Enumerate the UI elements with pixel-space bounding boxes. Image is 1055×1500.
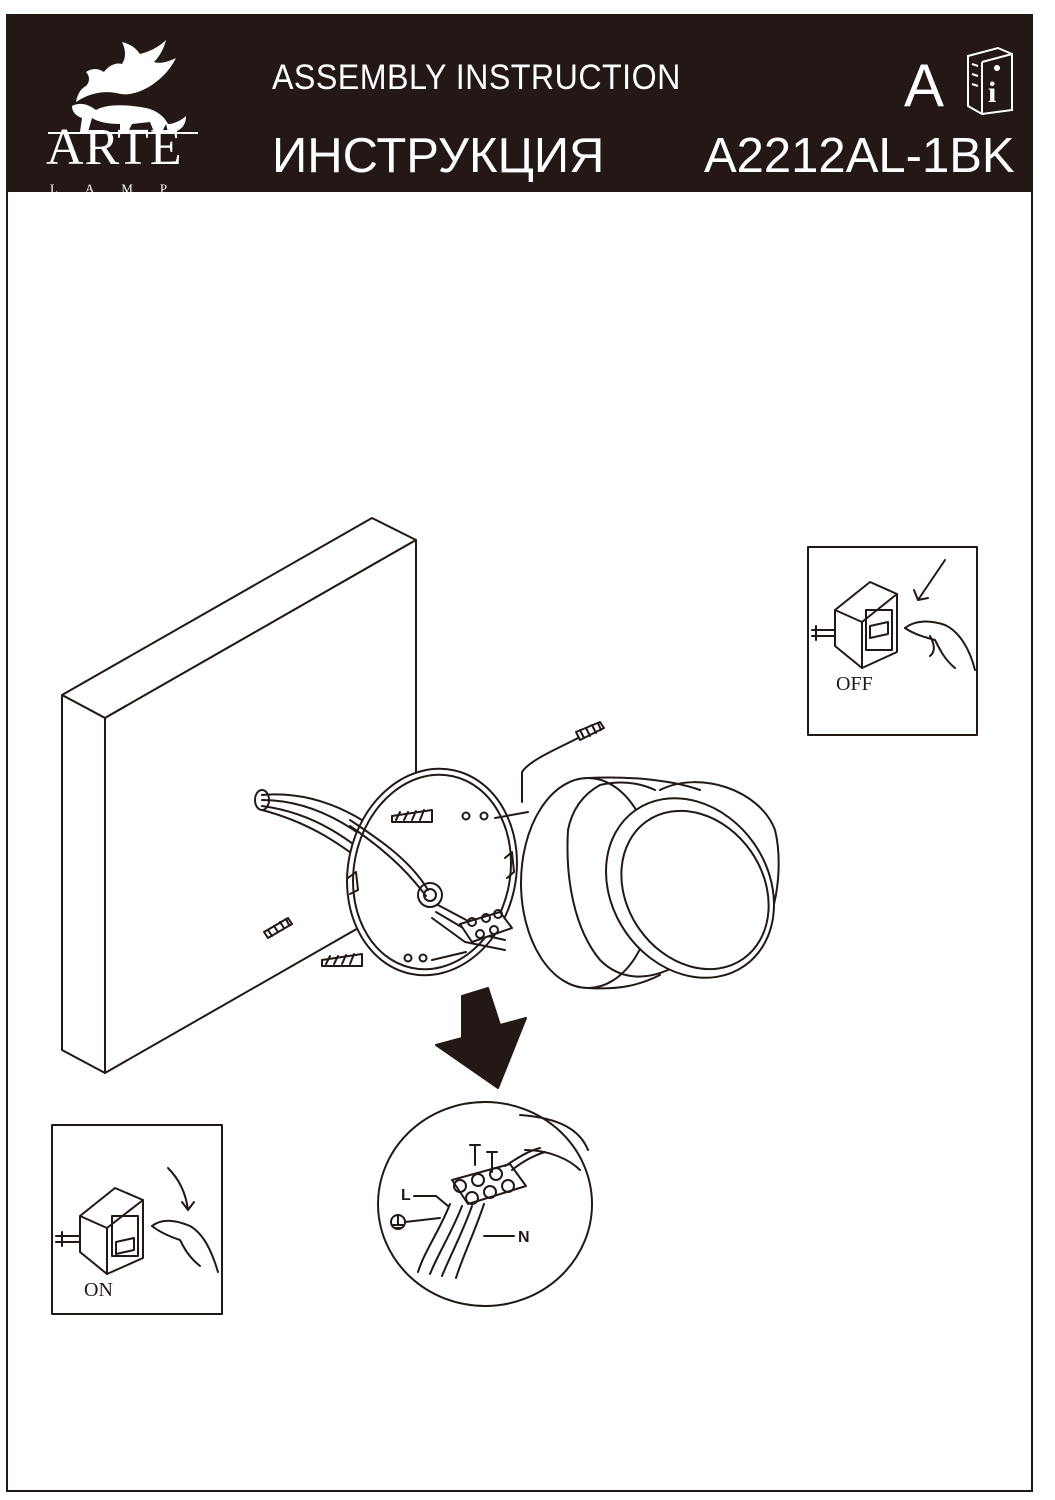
model-number: A2212AL-1BK bbox=[704, 129, 1015, 183]
switch-off-panel bbox=[807, 546, 978, 736]
switch-on-label: ON bbox=[84, 1279, 113, 1301]
wall-plug-upper bbox=[391, 809, 433, 823]
instruction-book-icon: i bbox=[967, 46, 1013, 116]
switch-on-panel bbox=[51, 1124, 223, 1315]
title-russian: ИНСТРУКЦИЯ bbox=[272, 129, 605, 183]
down-arrow-icon bbox=[435, 987, 527, 1089]
brand-name: ARTE bbox=[46, 119, 183, 176]
wall-block bbox=[61, 517, 417, 1074]
wiring-detail bbox=[377, 1101, 593, 1307]
header-bar: ARTE LAMP ASSEMBLY INSTRUCTION ИНСТРУКЦИ… bbox=[6, 14, 1033, 196]
section-letter: A bbox=[904, 52, 945, 119]
title-english: ASSEMBLY INSTRUCTION bbox=[272, 58, 681, 97]
svg-text:i: i bbox=[988, 76, 996, 109]
wall-plug-lower bbox=[321, 953, 363, 967]
screw-upper bbox=[494, 721, 605, 819]
griffin-logo-icon bbox=[48, 40, 198, 134]
brand-subname: LAMP bbox=[50, 181, 195, 196]
mounting-plate bbox=[346, 767, 518, 977]
neutral-wire-label: N bbox=[518, 1229, 530, 1246]
live-wire-label: L bbox=[401, 1187, 411, 1204]
screw-lower bbox=[263, 917, 467, 961]
lamp-body bbox=[520, 776, 780, 990]
switch-off-label: OFF bbox=[836, 673, 873, 695]
